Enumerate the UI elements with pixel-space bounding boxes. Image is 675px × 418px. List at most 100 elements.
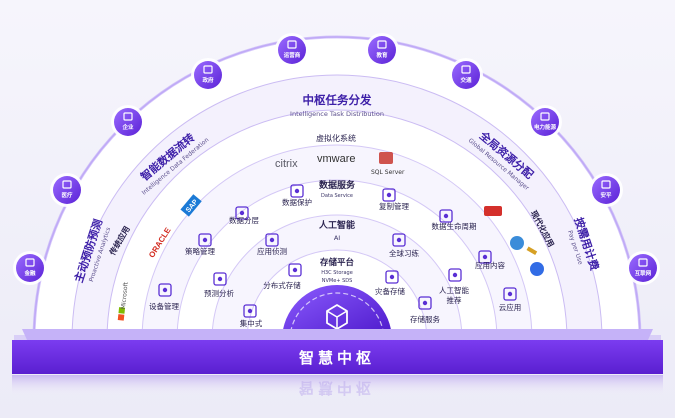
globe-icon bbox=[392, 233, 406, 247]
industry-icon bbox=[377, 40, 387, 49]
industry-icon bbox=[287, 40, 297, 49]
data-service-subtitle: Data Service bbox=[321, 193, 353, 199]
hub-item-label: 灾备存储 bbox=[375, 286, 405, 296]
microsoft-logo: Microsoft bbox=[120, 281, 130, 310]
hub-item: 数据生命周期 bbox=[432, 209, 477, 231]
hub-item: 分布式存储 bbox=[263, 263, 302, 290]
industry-label: 医疗 bbox=[61, 191, 73, 199]
monitor-icon bbox=[158, 283, 172, 297]
center-title-reflection: 智慧中枢 bbox=[299, 379, 375, 397]
core-line1: H3C Storage bbox=[321, 270, 353, 276]
hub-item-label: 数据分层 bbox=[229, 215, 259, 225]
hub-item: 应用侦测 bbox=[257, 233, 287, 256]
industry-label: 教育 bbox=[375, 51, 388, 59]
vmware-logo: vmware bbox=[317, 153, 356, 165]
hub-item-label: 全球习练 bbox=[389, 248, 419, 258]
pin-icon bbox=[418, 296, 432, 310]
industry-label: 政府 bbox=[202, 76, 214, 84]
ai-title: 人工智能 bbox=[318, 219, 355, 231]
industry-icon bbox=[123, 112, 133, 121]
industry-icon bbox=[461, 65, 471, 74]
hub-item-label: 数据生命周期 bbox=[432, 221, 477, 231]
data-service-title: 数据服务 bbox=[319, 179, 356, 191]
industry-icon bbox=[540, 112, 550, 121]
citrix-logo: citrix bbox=[275, 158, 298, 170]
hub-item: 策略管理 bbox=[185, 233, 215, 256]
hub-item-label: 设备管理 bbox=[149, 301, 179, 311]
hub-item: 复制管理 bbox=[379, 188, 409, 211]
db-icon bbox=[385, 270, 399, 284]
sqlserver-icon bbox=[379, 152, 393, 164]
shield-icon bbox=[290, 184, 304, 198]
hub-item: 灾备存储 bbox=[375, 270, 405, 296]
modern-app-logo-1 bbox=[484, 206, 502, 216]
box-icon bbox=[288, 263, 302, 277]
hub-item: 存储服务 bbox=[410, 296, 440, 324]
sqlserver-logo: SQL Server bbox=[371, 169, 405, 176]
industry-bubble: 医疗 bbox=[50, 173, 84, 207]
hub-item: 云应用 bbox=[499, 287, 522, 312]
industry-bubble: 金融 bbox=[13, 251, 47, 285]
hub-item-label: 复制管理 bbox=[379, 201, 409, 211]
hub-item: 设备管理 bbox=[149, 283, 179, 311]
industry-bubble: 安平 bbox=[589, 173, 623, 207]
core-line2: NVMe+ SDS bbox=[322, 278, 353, 284]
hub-item-label: 分布式存储 bbox=[263, 280, 301, 290]
cloud-icon bbox=[503, 287, 517, 301]
hub-item-label: 人工智能推荐 bbox=[439, 285, 469, 305]
chart-icon bbox=[213, 272, 227, 286]
doc-icon bbox=[478, 250, 492, 264]
hub-item: 全球习练 bbox=[389, 233, 419, 258]
scan-icon bbox=[265, 233, 279, 247]
industry-label: 企业 bbox=[121, 123, 134, 131]
industry-label: 运营商 bbox=[284, 51, 301, 59]
hub-item-label: 应用侦测 bbox=[257, 246, 287, 256]
industry-icon bbox=[25, 258, 35, 267]
hub-item: 数据保护 bbox=[282, 184, 312, 207]
ring-subtitle-top: Intelligence Task Distribution bbox=[290, 110, 384, 118]
industry-bubble: 交通 bbox=[449, 58, 483, 92]
ai-subtitle: AI bbox=[334, 234, 340, 242]
industry-icon bbox=[62, 180, 72, 189]
hub-item: 人工智能推荐 bbox=[439, 268, 469, 305]
layers-icon bbox=[235, 206, 249, 220]
modern-app-logo-4 bbox=[526, 246, 538, 255]
industry-icon bbox=[638, 258, 648, 267]
base-bar bbox=[12, 340, 663, 374]
hub-item-label: 存储服务 bbox=[410, 314, 440, 324]
hub-item: 预测分析 bbox=[204, 272, 234, 298]
cycle-icon bbox=[439, 209, 453, 223]
center-title: 智慧中枢 bbox=[299, 349, 375, 367]
industry-label: 金融 bbox=[23, 269, 36, 277]
industry-icon bbox=[601, 180, 611, 189]
industry-label: 安平 bbox=[600, 191, 612, 199]
core-title: 存储平台 bbox=[319, 257, 355, 268]
hub-item-label: 策略管理 bbox=[185, 246, 215, 256]
virtualization-title: 虚拟化系统 bbox=[316, 133, 356, 143]
industry-bubble: 运营商 bbox=[275, 33, 309, 67]
bulb-icon bbox=[448, 268, 462, 282]
stack-icon bbox=[243, 304, 257, 318]
industry-label: 互联网 bbox=[635, 269, 652, 277]
industry-icon bbox=[203, 65, 213, 74]
industry-bubble: 政府 bbox=[191, 58, 225, 92]
industry-label: 交通 bbox=[460, 76, 472, 84]
ring-title-top: 中枢任务分发 bbox=[303, 93, 372, 107]
hub-item: 应用内容 bbox=[475, 250, 505, 270]
core-half-disc bbox=[282, 285, 392, 340]
refresh-icon bbox=[382, 188, 396, 202]
industry-label: 电力能源 bbox=[534, 123, 557, 131]
industry-bubble: 电力能源 bbox=[528, 105, 562, 139]
industry-bubble: 互联网 bbox=[626, 251, 660, 285]
modern-app-logo-2 bbox=[510, 236, 524, 250]
hub-item-label: 云应用 bbox=[499, 302, 522, 312]
gauge-icon bbox=[198, 233, 212, 247]
hub-item-label: 预测分析 bbox=[204, 288, 234, 298]
hub-item: 数据分层 bbox=[229, 206, 259, 225]
industry-bubble: 企业 bbox=[111, 105, 145, 139]
modern-app-logo-3 bbox=[530, 262, 544, 276]
hub-item-label: 应用内容 bbox=[475, 260, 505, 270]
hub-item-label: 数据保护 bbox=[282, 197, 312, 207]
industry-bubble: 教育 bbox=[365, 33, 399, 67]
